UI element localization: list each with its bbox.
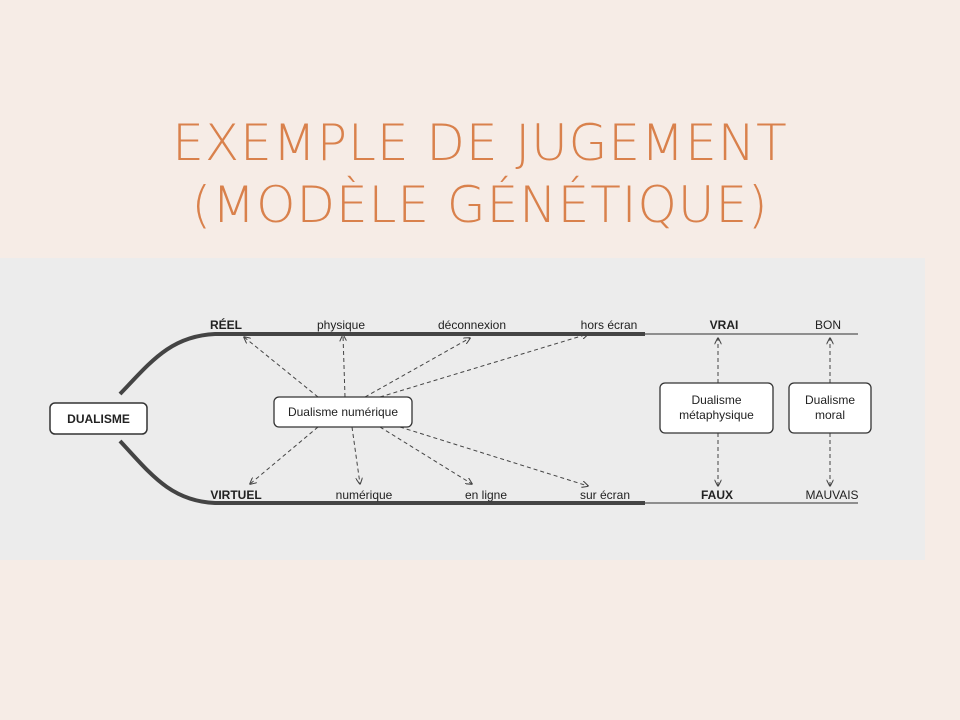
dualisme-metaphysique-line-2: métaphysique: [679, 408, 754, 422]
dualisme-metaphysique-line-1: Dualisme: [691, 393, 741, 407]
label-physique: physique: [317, 318, 365, 332]
dualisme-box: [49, 402, 148, 435]
arrow-to-reel: [244, 337, 319, 398]
label-deconnexion: déconnexion: [438, 318, 506, 332]
label-sur-ecran: sur écran: [580, 488, 630, 502]
arrow-to-physique: [343, 335, 345, 398]
dualisme-metaphysique-box: [659, 382, 774, 434]
arrow-to-hors-ecran: [379, 334, 588, 398]
label-en-ligne: en ligne: [465, 488, 507, 502]
bottom-branch-line: [118, 439, 645, 505]
dualism-diagram: DUALISME RÉEL physique déconnexion hors …: [49, 317, 872, 505]
arrow-to-numerique: [351, 426, 360, 484]
label-virtuel: VIRTUEL: [210, 488, 261, 502]
value-arrows: [718, 338, 830, 486]
label-mauvais: MAUVAIS: [805, 488, 858, 502]
dualisme-moral-line-2: moral: [815, 408, 845, 422]
label-bon: BON: [815, 318, 841, 332]
label-faux: FAUX: [701, 488, 733, 502]
dualisme-label: DUALISME: [67, 412, 130, 426]
arrow-to-deconnexion: [364, 338, 470, 398]
label-vrai: VRAI: [710, 318, 739, 332]
diagram-panel: DUALISME RÉEL physique déconnexion hors …: [0, 258, 925, 560]
arrow-to-sur-ecran: [399, 426, 588, 486]
arrow-to-virtuel: [250, 426, 319, 484]
slide-title: EXEMPLE DE JUGEMENT (MODÈLE GÉNÉTIQUE): [0, 112, 960, 236]
label-numerique: numérique: [336, 488, 393, 502]
dualisme-moral-line-1: Dualisme: [805, 393, 855, 407]
label-reel: RÉEL: [210, 317, 242, 332]
dualisme-numerique-box: [273, 396, 413, 428]
dualisme-numerique-label: Dualisme numérique: [288, 405, 398, 419]
arrow-to-en-ligne: [379, 426, 472, 484]
numerique-arrows: [244, 334, 588, 486]
title-line-1: EXEMPLE DE JUGEMENT: [172, 114, 788, 172]
top-branch-line: [118, 332, 645, 396]
title-line-2: (MODÈLE GÉNÉTIQUE): [191, 176, 769, 234]
label-hors-ecran: hors écran: [581, 318, 638, 332]
dualisme-moral-box: [788, 382, 872, 434]
